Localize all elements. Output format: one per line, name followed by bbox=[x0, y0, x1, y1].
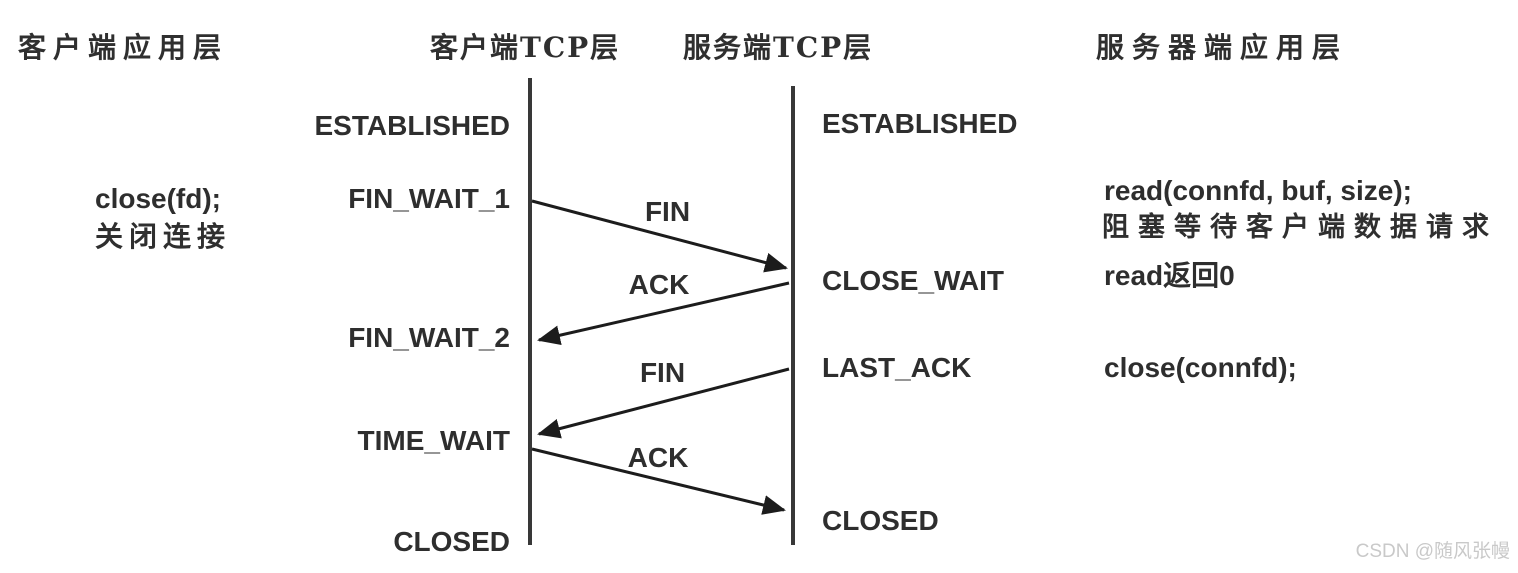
server-state-closed: CLOSED bbox=[822, 505, 939, 536]
fin-arrow-2 bbox=[537, 367, 790, 439]
server-state-close-wait: CLOSE_WAIT bbox=[822, 265, 1005, 296]
client-close-call: close(fd); bbox=[95, 183, 221, 214]
client-state-time-wait: TIME_WAIT bbox=[357, 425, 510, 456]
fin-1-label: FIN bbox=[644, 196, 691, 227]
server-tcp-lifeline bbox=[791, 86, 795, 545]
server-read-return: read返回0 bbox=[1104, 260, 1235, 291]
server-state-established: ESTABLISHED bbox=[822, 108, 1018, 139]
client-state-closed: CLOSED bbox=[393, 526, 510, 557]
server-read-call: read(connfd, buf, size); bbox=[1104, 175, 1412, 206]
client-state-established: ESTABLISHED bbox=[314, 110, 511, 141]
client-state-fin-wait-2: FIN_WAIT_2 bbox=[348, 322, 510, 353]
header-server-tcp-layer: 服务端TCP层 bbox=[683, 31, 874, 64]
client-tcp-lifeline bbox=[528, 78, 532, 545]
ack-arrow-2 bbox=[531, 447, 786, 515]
server-read-note: 阻塞等待客户端数据请求 bbox=[1102, 212, 1498, 243]
server-close-call: close(connfd); bbox=[1104, 352, 1297, 383]
header-client-tcp-layer: 客户端TCP层 bbox=[430, 31, 621, 64]
fin-2-label: FIN bbox=[639, 357, 686, 388]
ack-2-label: ACK bbox=[627, 442, 689, 473]
header-client-app-layer: 客户端应用层 bbox=[18, 31, 229, 64]
header-server-app-layer: 服务器端应用层 bbox=[1096, 31, 1349, 64]
ack-1-label: ACK bbox=[628, 269, 690, 300]
ack-arrow-1 bbox=[537, 281, 790, 346]
server-state-last-ack: LAST_ACK bbox=[822, 352, 972, 383]
client-close-note: 关闭连接 bbox=[95, 220, 232, 253]
client-state-fin-wait-1: FIN_WAIT_1 bbox=[348, 183, 510, 214]
csdn-watermark: CSDN @随风张幔 bbox=[1355, 541, 1510, 562]
fin-arrow-1 bbox=[531, 199, 788, 273]
